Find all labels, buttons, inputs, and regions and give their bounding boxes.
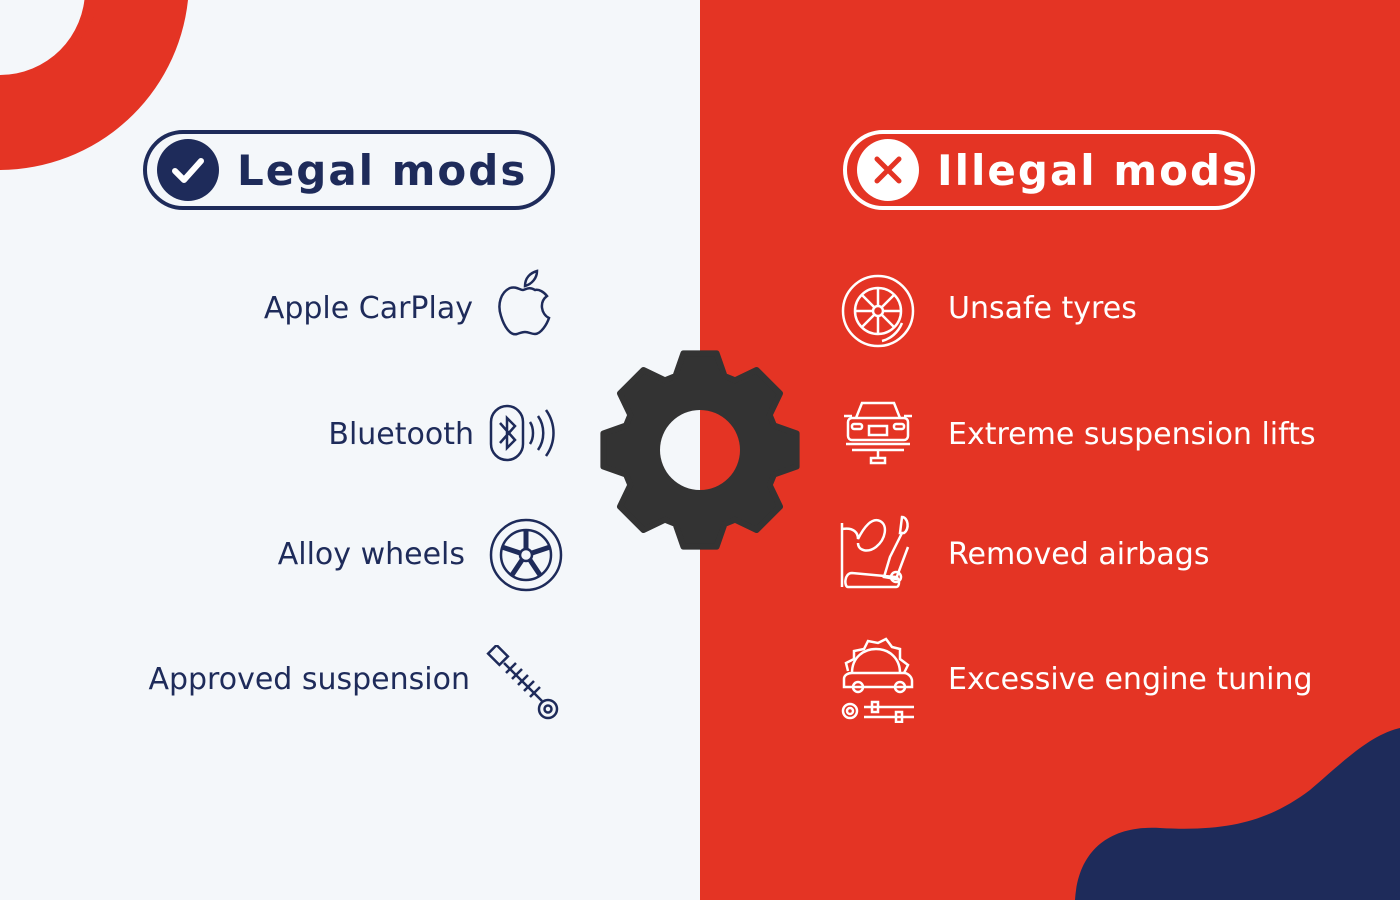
illegal-mods-header: Illegal mods bbox=[843, 130, 1255, 210]
illegal-item-excessive-engine-tuning: Excessive engine tuning bbox=[948, 662, 1313, 697]
gear-hole-right bbox=[700, 410, 740, 490]
shock-absorber-icon bbox=[486, 645, 559, 720]
illegal-item-unsafe-tyres: Unsafe tyres bbox=[948, 291, 1137, 326]
alloy-wheel-icon bbox=[489, 518, 563, 592]
airbag-seat-icon bbox=[840, 515, 910, 589]
legal-mods-header: Legal mods bbox=[143, 130, 555, 210]
legal-mods-title: Legal mods bbox=[237, 145, 528, 195]
bottom-right-navy-blob bbox=[1075, 728, 1400, 900]
illegal-panel-background bbox=[700, 0, 1400, 900]
bluetooth-icon bbox=[489, 404, 555, 462]
legal-item-alloy-wheels: Alloy wheels bbox=[277, 537, 465, 572]
illegal-item-removed-airbags: Removed airbags bbox=[948, 537, 1210, 572]
legal-item-bluetooth: Bluetooth bbox=[328, 417, 474, 452]
check-icon bbox=[157, 139, 219, 201]
gear-hole-left bbox=[660, 410, 700, 490]
legal-item-approved-suspension: Approved suspension bbox=[148, 662, 470, 697]
top-left-red-ring bbox=[0, 0, 188, 170]
gear-icon bbox=[600, 350, 800, 550]
engine-tuning-icon bbox=[841, 637, 914, 723]
apple-icon bbox=[498, 269, 551, 336]
illegal-item-extreme-suspension-lifts: Extreme suspension lifts bbox=[948, 417, 1316, 452]
legal-item-apple-carplay: Apple CarPlay bbox=[263, 291, 473, 326]
tyre-icon bbox=[841, 274, 915, 348]
lifted-car-icon bbox=[844, 401, 912, 465]
illegal-mods-title: Illegal mods bbox=[937, 145, 1250, 195]
x-icon bbox=[857, 139, 919, 201]
